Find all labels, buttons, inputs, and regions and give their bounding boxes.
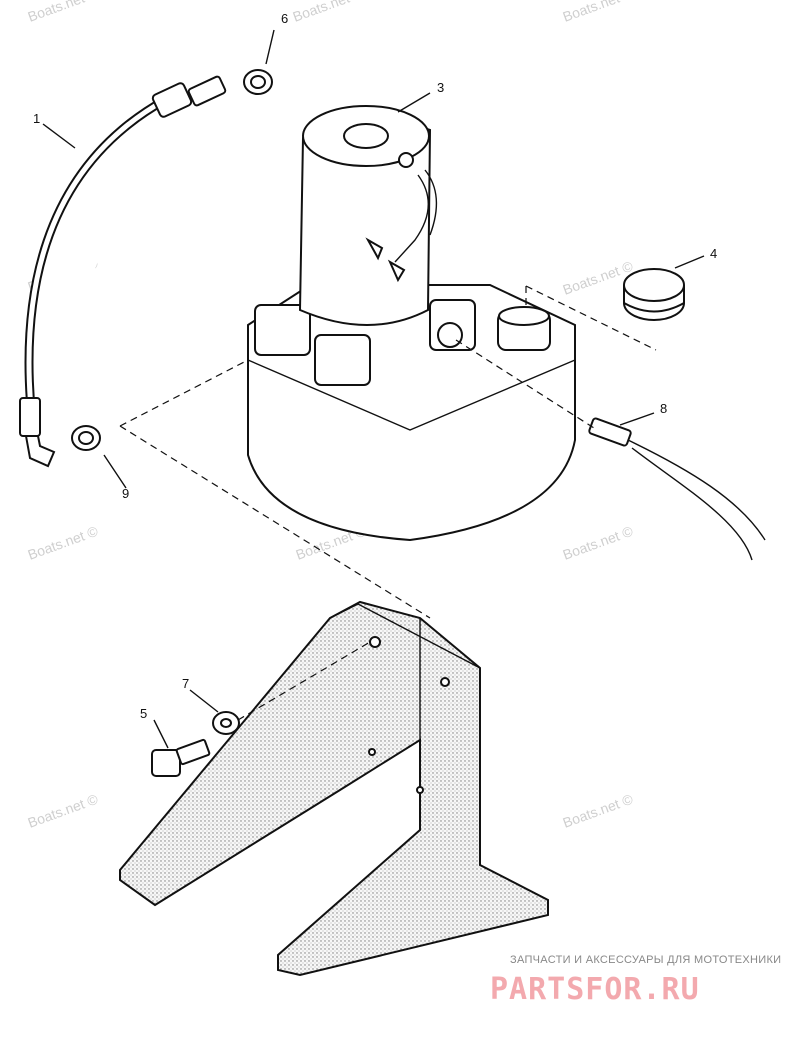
- callout-6: 7: [182, 676, 189, 691]
- brand-name: PARTSFOR.RU: [490, 972, 700, 1007]
- callout-9: 9: [122, 486, 129, 501]
- mounting-bracket: [119, 600, 549, 977]
- part-9-fitting: [71, 425, 101, 451]
- callouts: 6 1 3 4 8 9 5 7: [33, 11, 717, 721]
- watermark-text: Boats.net ©: [561, 790, 636, 830]
- brand-tagline: ЗАПЧАСТИ И АКСЕССУАРЫ ДЛЯ МОТОТЕХНИКИ: [510, 954, 781, 966]
- leader-lines: [42, 29, 705, 749]
- watermark-text: Boats.net ©: [291, 0, 366, 25]
- part-7-fitting: [243, 69, 273, 95]
- part-6-washer: [212, 711, 240, 735]
- callout-3: 3: [437, 80, 444, 95]
- part-4-cap: [623, 268, 685, 321]
- watermark-text: Boats.net ©: [26, 0, 101, 25]
- part-8-sensor: [588, 417, 766, 561]
- watermark-text: Boats.net ©: [26, 522, 101, 562]
- part-1-hose: [19, 75, 227, 468]
- callout-8: 8: [660, 401, 667, 416]
- callout-1: 1: [33, 111, 40, 126]
- callout-4: 4: [710, 246, 717, 261]
- part-3-pump-assembly: [247, 105, 576, 542]
- watermark-text: Boats.net ©: [26, 790, 101, 830]
- watermark-text: Boats.net ©: [561, 0, 636, 25]
- callout-7: 6: [281, 11, 288, 26]
- part-5-bolt: [151, 738, 211, 777]
- callout-5: 5: [140, 706, 147, 721]
- brand-logo: ЗАПЧАСТИ И АКСЕССУАРЫ ДЛЯ МОТОТЕХНИКИ PA…: [490, 954, 781, 1007]
- watermark-text: Boats.net ©: [561, 522, 636, 562]
